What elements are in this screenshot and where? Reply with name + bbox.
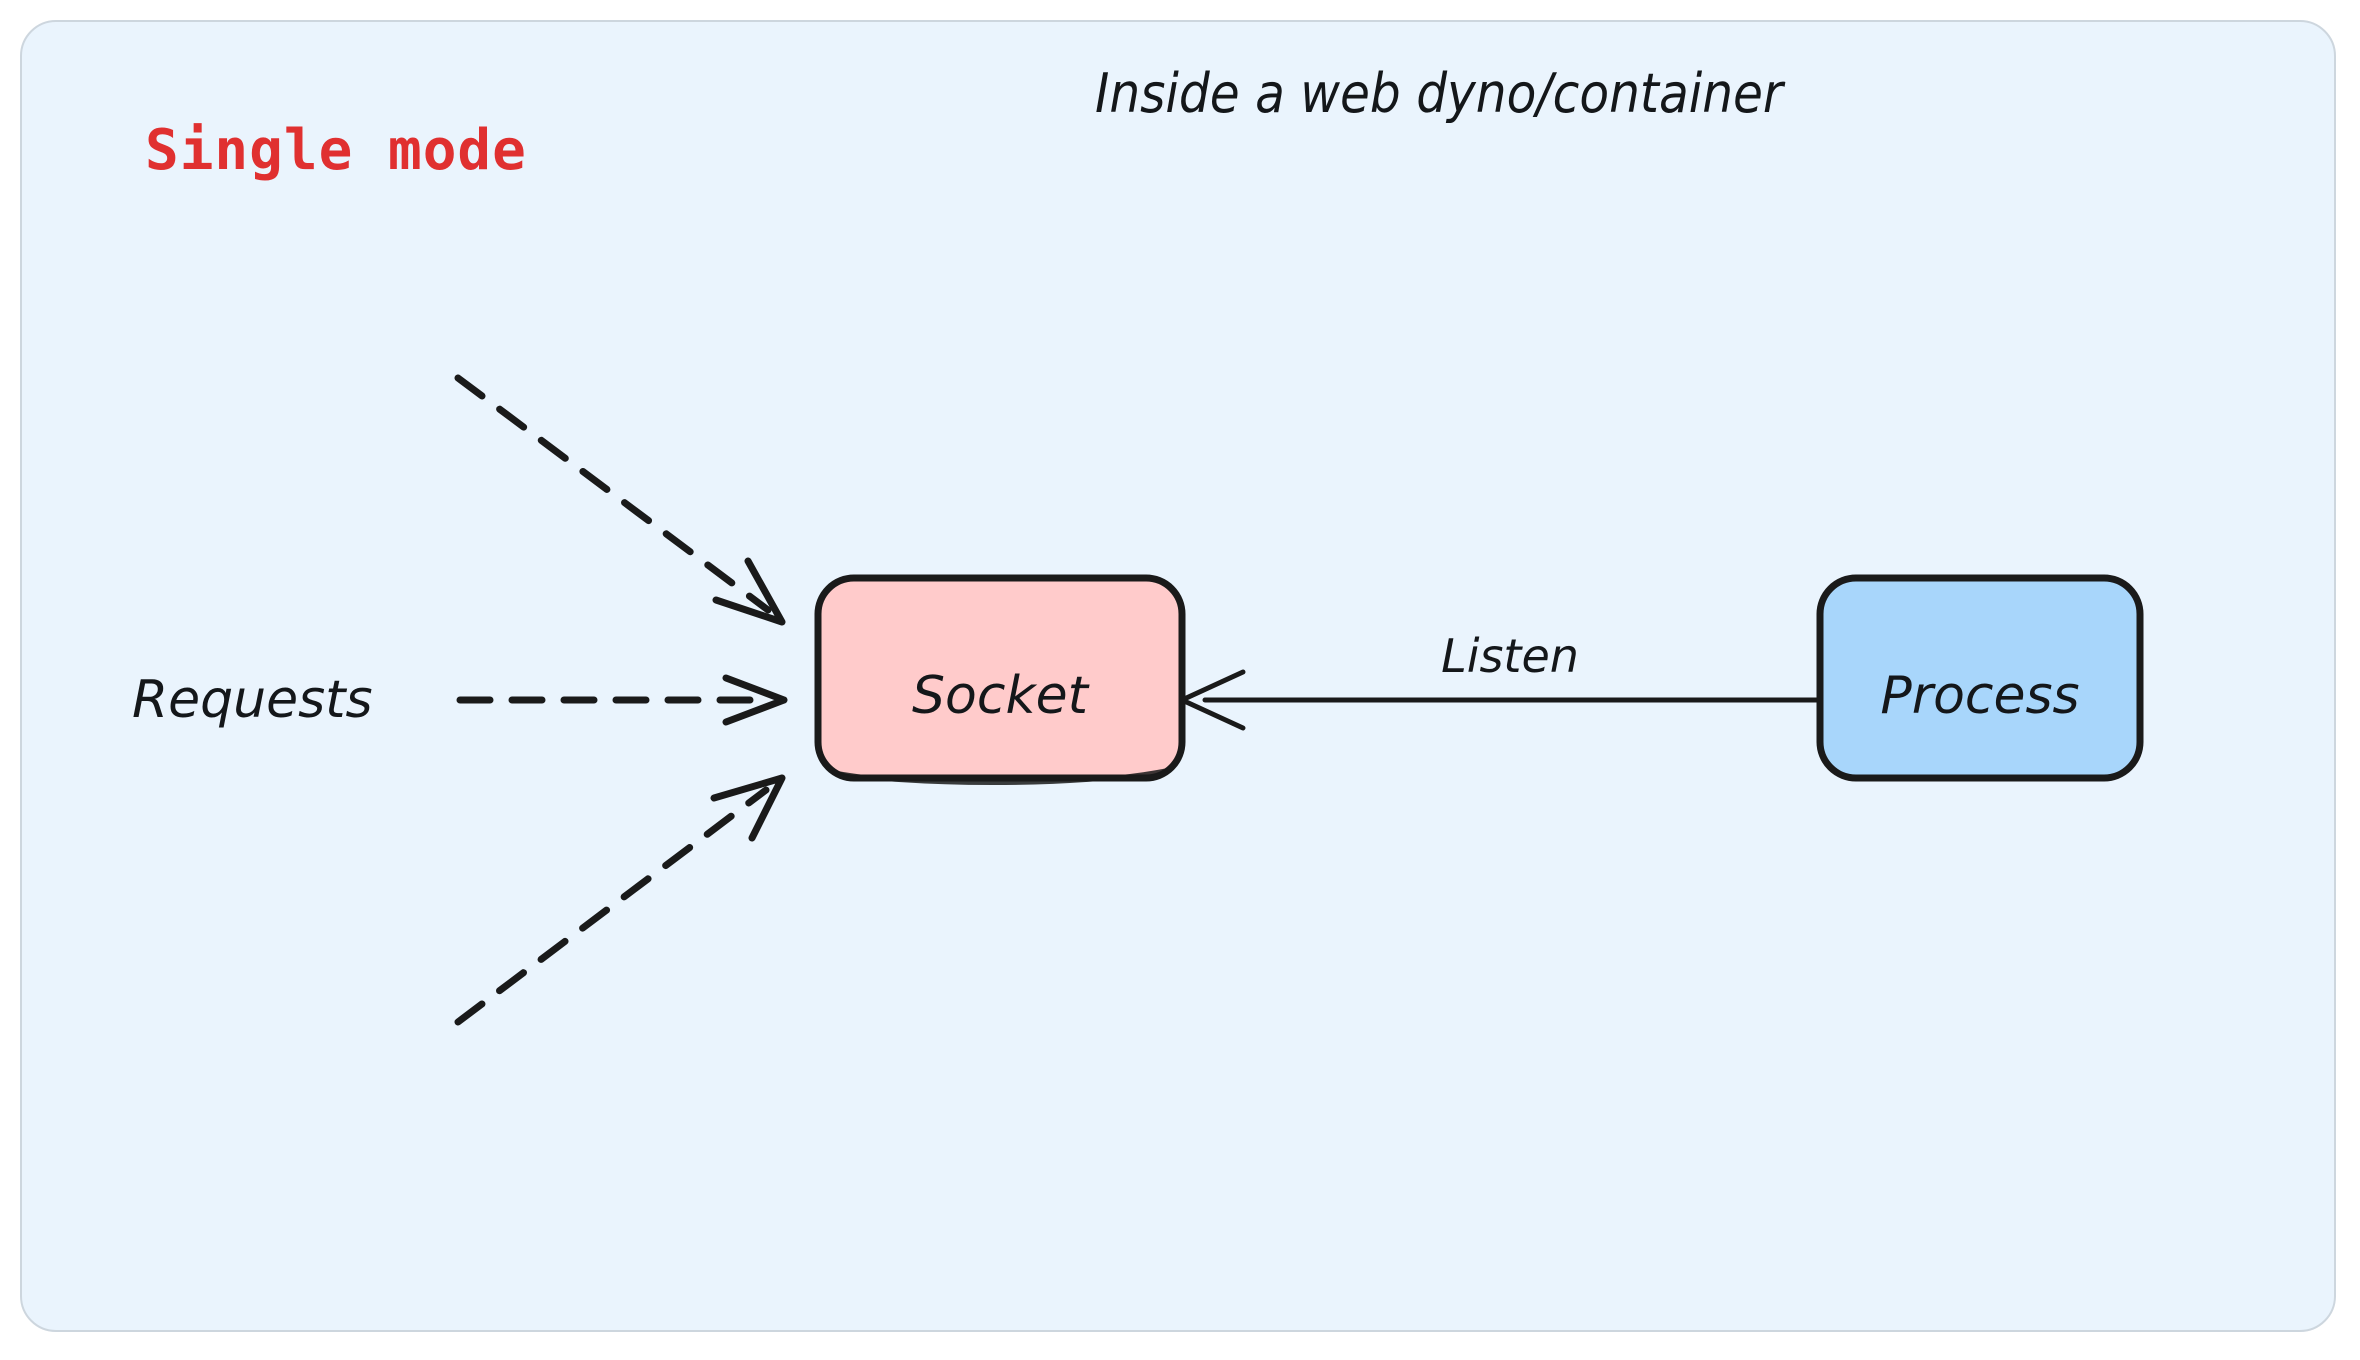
container-caption: Inside a web dyno/container: [1095, 62, 1783, 125]
node-process-label: Process: [1880, 666, 2080, 726]
node-socket-label: Socket: [912, 666, 1088, 726]
diagram-title: Single mode: [145, 118, 527, 183]
edge-requests-label: Requests: [132, 670, 373, 730]
edge-listen-label: Listen: [1441, 629, 1579, 683]
